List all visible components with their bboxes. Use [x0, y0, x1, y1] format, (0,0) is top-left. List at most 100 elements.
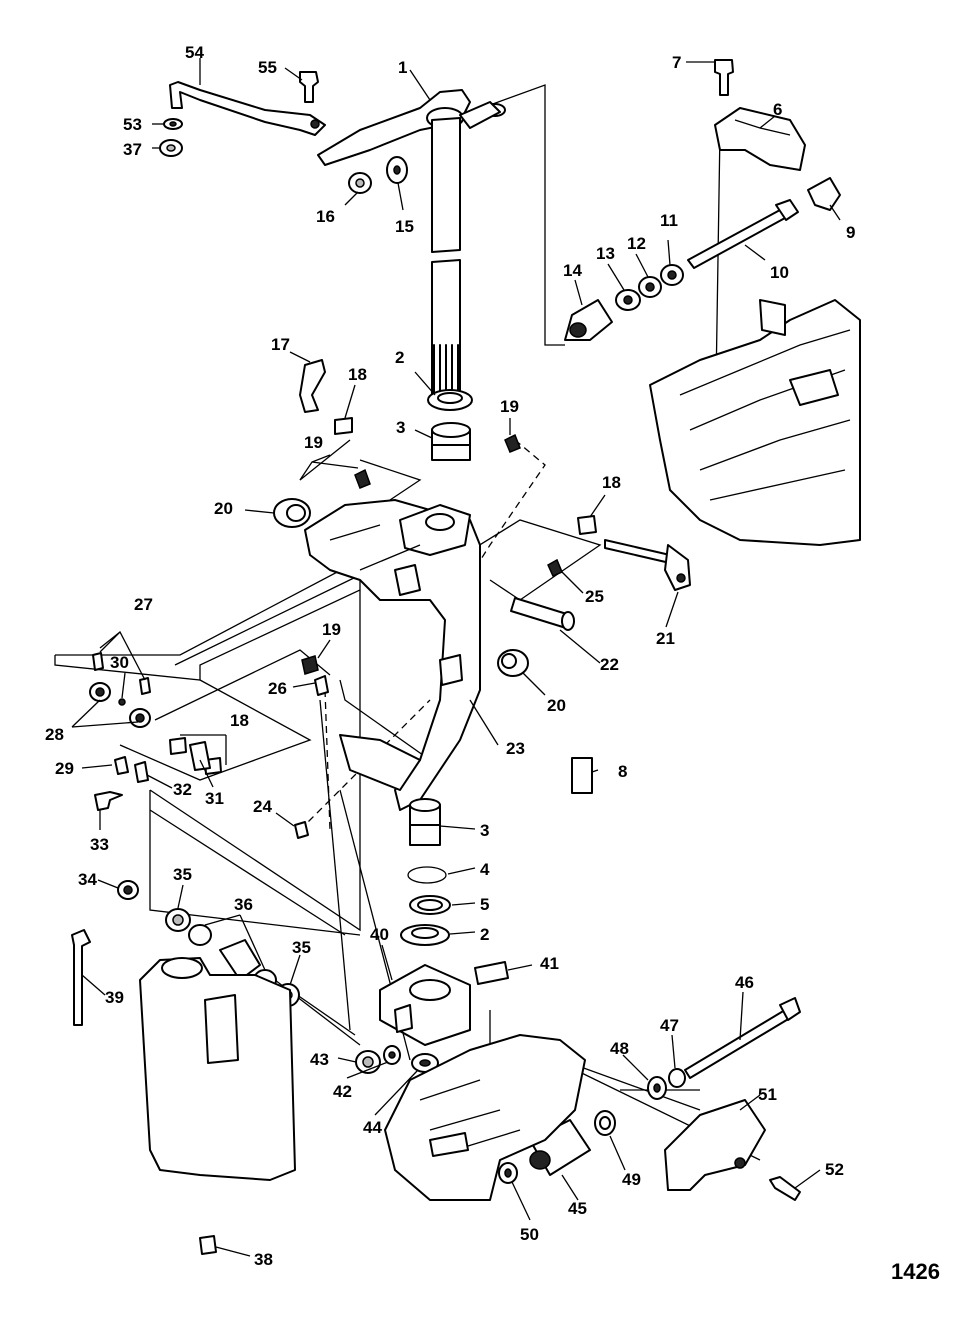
part-40-yoke [379, 964, 471, 1046]
callout-3-lower: 3 [480, 821, 489, 840]
part-16-nut [348, 172, 372, 194]
lower-housing [139, 957, 296, 1181]
callout-47: 47 [660, 1016, 679, 1035]
callout-16: 16 [316, 207, 335, 226]
part-12-washer [638, 276, 662, 298]
callout-49: 49 [622, 1170, 641, 1189]
callout-13: 13 [596, 244, 615, 263]
callout-20-a: 20 [214, 499, 233, 518]
part-2-washer-lower [400, 924, 450, 946]
part-33-screw [94, 791, 123, 811]
callout-12: 12 [627, 234, 646, 253]
part-20-bushing-left [273, 498, 311, 528]
leader-lines [71, 58, 841, 1257]
callout-15: 15 [395, 217, 414, 236]
transom-housing-right [649, 299, 861, 546]
part-52-bolt [769, 1176, 801, 1201]
callout-19-b: 19 [304, 433, 323, 452]
part-23-swivel-bracket [304, 499, 481, 811]
part-26-clip [314, 675, 329, 696]
callout-31: 31 [205, 789, 224, 808]
part-28-bushing-a [89, 682, 111, 702]
clamp-bracket-lower [384, 1034, 586, 1201]
part-10-through-bolt [687, 199, 799, 269]
callout-18-c: 18 [230, 711, 249, 730]
part-42-washer [383, 1045, 401, 1065]
callout-35-b: 35 [292, 938, 311, 957]
callout-6: 6 [773, 100, 782, 119]
part-8-box [571, 757, 593, 794]
part-6-mount-bracket [714, 107, 806, 171]
part-18-screw-a [334, 417, 353, 435]
part-39-strap [71, 929, 91, 1026]
callout-4: 4 [480, 860, 490, 879]
part-47-washer [668, 1068, 686, 1088]
part-2-washer-upper [427, 389, 473, 411]
callout-54: 54 [185, 43, 204, 62]
callout-41: 41 [540, 954, 559, 973]
callout-3-upper: 3 [396, 418, 405, 437]
part-18-screw-b [577, 515, 597, 535]
part-29-pin [114, 756, 129, 775]
callout-7: 7 [672, 53, 681, 72]
part-15-washer [386, 156, 408, 184]
part-7-bolt [714, 59, 734, 96]
part-5-washer [409, 895, 451, 915]
callout-39: 39 [105, 988, 124, 1007]
part-19-fitting-b [354, 468, 371, 489]
callout-43: 43 [310, 1050, 329, 1069]
part-28-bushing-b [129, 708, 151, 728]
callout-30: 30 [110, 653, 129, 672]
part-19-fitting-a [504, 433, 521, 453]
callout-42: 42 [333, 1082, 352, 1101]
callout-22: 22 [600, 655, 619, 674]
callout-28: 28 [45, 725, 64, 744]
callout-32: 32 [173, 780, 192, 799]
callout-44: 44 [363, 1118, 382, 1137]
callout-2-upper: 2 [395, 348, 404, 367]
callout-27: 27 [134, 595, 153, 614]
part-38-plug [199, 1235, 217, 1255]
callout-50: 50 [520, 1225, 539, 1244]
callout-9: 9 [846, 223, 855, 242]
part-41-clip [474, 961, 509, 985]
part-48-washer [647, 1076, 667, 1100]
part-31-clip [189, 741, 211, 771]
callout-8: 8 [618, 762, 627, 781]
part-17-lever [299, 359, 326, 413]
callout-37: 37 [123, 140, 142, 159]
callout-19-c: 19 [322, 620, 341, 639]
callout-46: 46 [735, 973, 754, 992]
callout-18-a: 18 [348, 365, 367, 384]
part-3-bushing-lower [409, 798, 441, 846]
callout-2-lower: 2 [480, 925, 489, 944]
callout-55: 55 [258, 58, 277, 77]
part-25-fitting [547, 558, 563, 577]
callout-34: 34 [78, 870, 97, 889]
callout-10: 10 [770, 263, 789, 282]
callout-35-a: 35 [173, 865, 192, 884]
part-46-bolt [684, 997, 801, 1079]
part-51-bracket [664, 1099, 766, 1191]
part-24-screw [294, 821, 309, 839]
part-21-pin [604, 539, 691, 591]
callout-17: 17 [271, 335, 290, 354]
callout-25: 25 [585, 587, 604, 606]
callout-53: 53 [123, 115, 142, 134]
part-53-washer [163, 118, 183, 130]
part-54-link-rod [169, 81, 326, 136]
callout-11: 11 [660, 211, 678, 230]
callout-51: 51 [758, 1085, 777, 1104]
part-1-steering-shaft [431, 117, 461, 398]
callout-21: 21 [656, 629, 675, 648]
part-4-ring [407, 866, 447, 884]
part-14-mount [564, 299, 613, 341]
callout-20-b: 20 [547, 696, 566, 715]
part-20-bushing-right [497, 649, 529, 677]
callout-1: 1 [398, 58, 407, 77]
part-27-spring-b [139, 677, 151, 695]
callout-52: 52 [825, 1160, 844, 1179]
callout-14: 14 [563, 261, 582, 280]
part-30-ball [118, 698, 126, 706]
